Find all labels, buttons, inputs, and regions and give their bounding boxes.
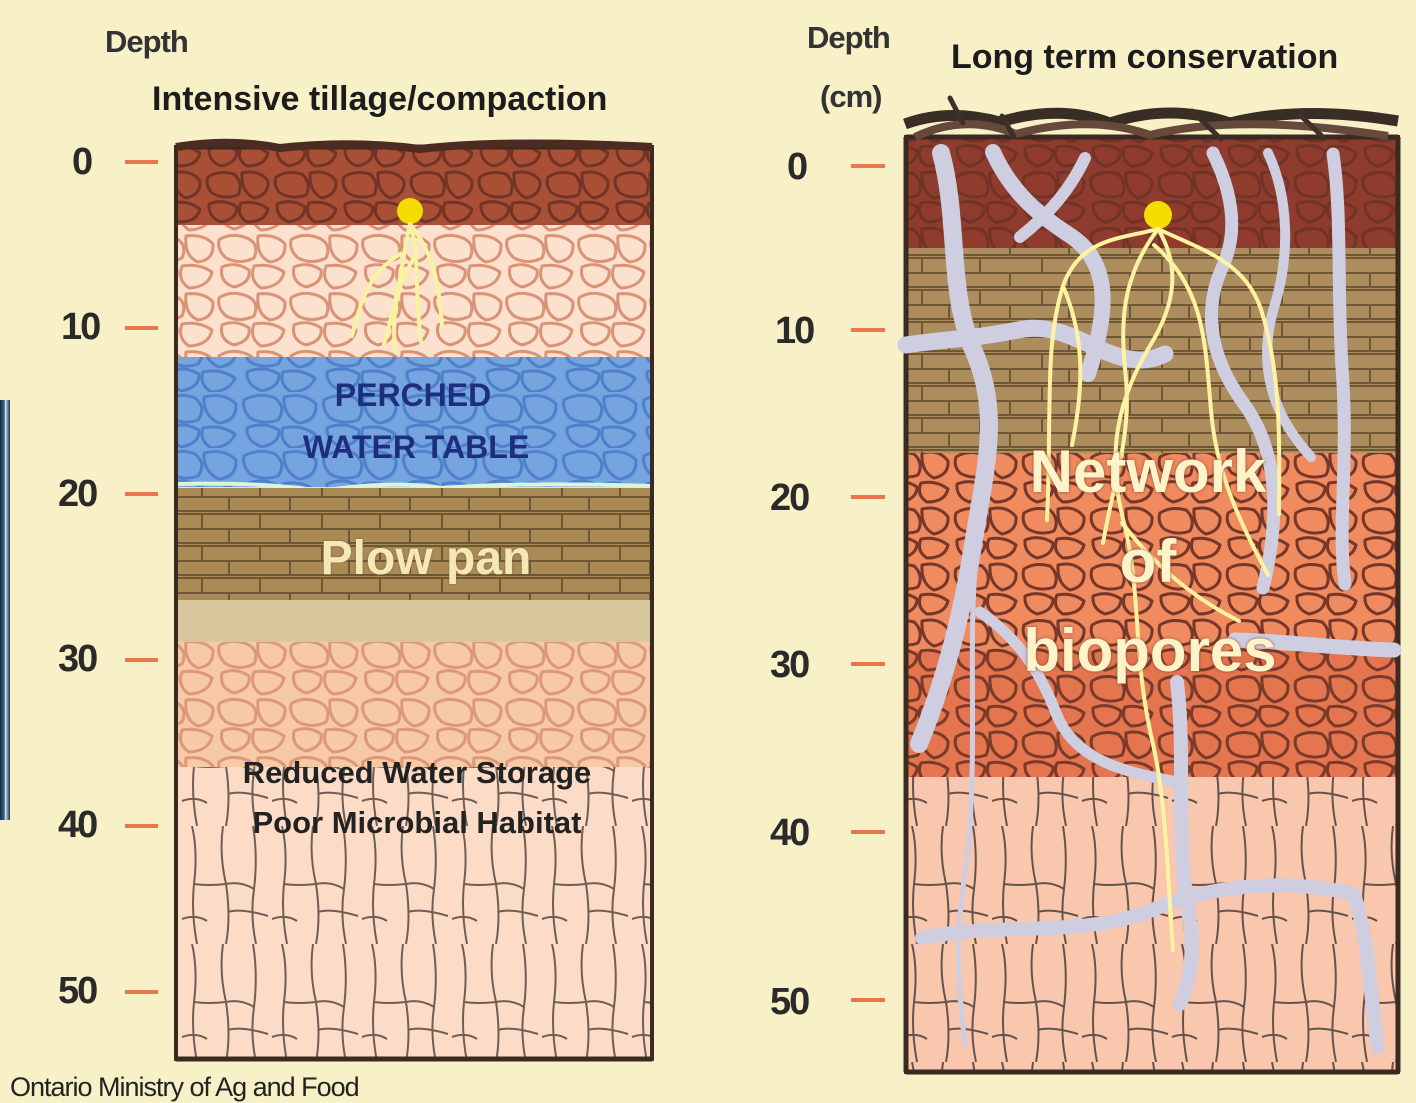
network-label-line-3: biopores (992, 616, 1308, 685)
right-depth-label-30: 30 (770, 644, 808, 687)
left-compact-transition (176, 600, 652, 642)
left-depth-label-20: 20 (58, 473, 96, 516)
right-depth-label-20: 20 (770, 477, 808, 520)
right-depth-unit: (cm) (820, 79, 881, 115)
right-seed-icon (1144, 201, 1172, 229)
plow-pan-label: Plow pan (285, 531, 567, 586)
right-depth-label-10: 10 (775, 310, 813, 353)
left-seed-icon (397, 198, 423, 224)
left-depth-scale (125, 162, 158, 992)
right-depth-label-50: 50 (770, 981, 808, 1024)
right-depth-label-40: 40 (770, 812, 808, 855)
right-depth-label-0: 0 (787, 146, 806, 189)
source-caption: Ontario Ministry of Ag and Food (10, 1072, 359, 1103)
left-soil-column (176, 143, 652, 1059)
left-depth-title: Depth (105, 24, 188, 60)
network-label-line-1: Network (1005, 437, 1291, 506)
left-panel-title: Intensive tillage/compaction (152, 80, 607, 119)
perched-water-label-line-1: PERCHED (308, 377, 518, 414)
left-subsoil-texture (176, 642, 652, 767)
left-depth-label-0: 0 (72, 141, 91, 184)
network-label-line-2: of (1060, 527, 1236, 596)
reduced-storage-label-line-2: Poor Microbial Habitat (188, 805, 646, 841)
perched-water-label-line-2: WATER TABLE (283, 429, 549, 466)
left-depth-label-10: 10 (61, 306, 99, 349)
right-depth-scale (851, 166, 885, 1000)
left-depth-label-50: 50 (58, 970, 96, 1013)
reduced-storage-label-line-1: Reduced Water Storage (188, 755, 646, 791)
left-depth-label-30: 30 (58, 638, 96, 681)
right-depth-title: Depth (807, 20, 890, 56)
right-panel-title: Long term conservation (951, 38, 1338, 77)
left-depth-label-40: 40 (58, 804, 96, 847)
